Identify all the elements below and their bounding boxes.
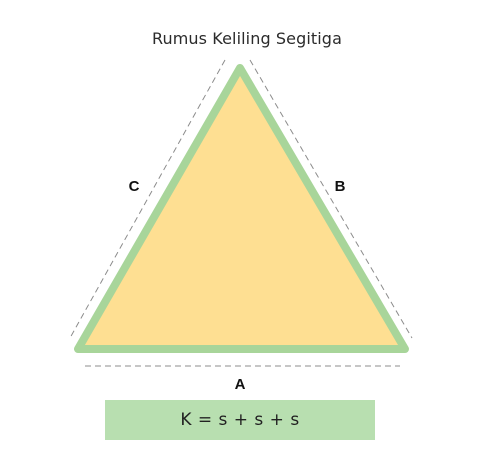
side-label-b: B — [335, 178, 346, 195]
dashed-guide-left — [69, 59, 226, 339]
side-label-a: A — [235, 376, 246, 393]
triangle-shape — [74, 64, 409, 353]
formula-box: K = s + s + s — [105, 400, 375, 440]
diagram-title: Rumus Keliling Segitiga — [152, 29, 342, 48]
dashed-guide-right — [249, 59, 413, 339]
side-label-c: C — [129, 178, 140, 195]
formula-text: K = s + s + s — [180, 410, 300, 430]
